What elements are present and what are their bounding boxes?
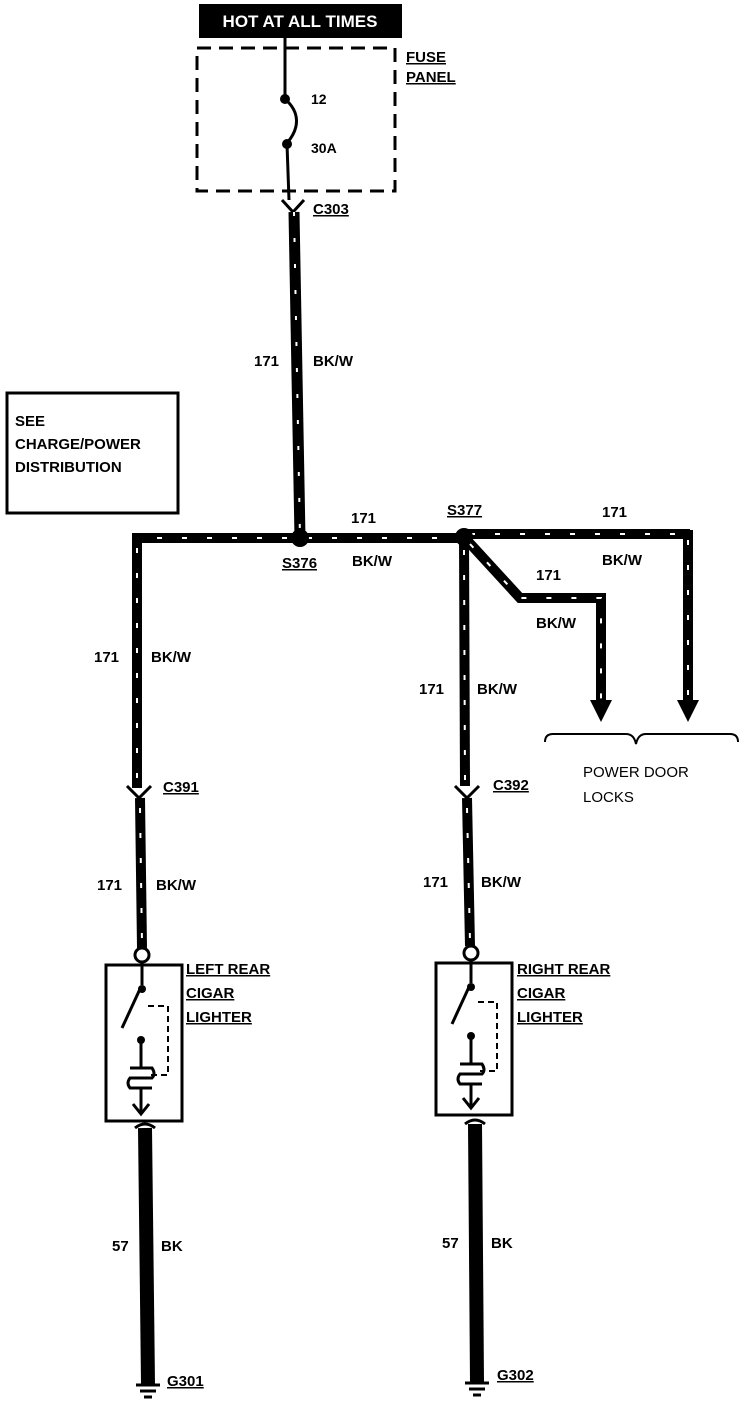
right-lower-color: BK/W bbox=[481, 874, 522, 891]
main-wire-color: BK/W bbox=[313, 353, 354, 370]
door-lock-arrow-right bbox=[677, 700, 699, 722]
left-upper-color: BK/W bbox=[151, 649, 192, 666]
right-lighter-line1: RIGHT REAR bbox=[517, 961, 611, 978]
hot-at-all-times-label: HOT AT ALL TIMES bbox=[223, 12, 378, 31]
fuse-panel-box bbox=[195, 46, 397, 193]
mid-wire-circuit: 171 bbox=[351, 510, 376, 527]
left-lower-color: BK/W bbox=[156, 877, 197, 894]
s376-label: S376 bbox=[282, 555, 317, 572]
right-upper-circuit: 171 bbox=[419, 681, 444, 698]
see-box-line1: SEE bbox=[15, 413, 45, 430]
right-top-wire-color: BK/W bbox=[602, 552, 643, 569]
fuse-panel-title-1: FUSE bbox=[406, 49, 446, 66]
wire-57-left bbox=[138, 1127, 155, 1385]
right-ground-circuit: 57 bbox=[442, 1235, 459, 1252]
power-door-locks-line1: POWER DOOR bbox=[583, 764, 689, 781]
g301-ground-icon bbox=[134, 1383, 162, 1399]
left-lighter-line2: CIGAR bbox=[186, 985, 235, 1002]
see-box-line3: DISTRIBUTION bbox=[15, 459, 122, 476]
splice-s376 bbox=[291, 529, 309, 547]
right-top-wire-circuit: 171 bbox=[602, 504, 627, 521]
left-lighter-line1: LEFT REAR bbox=[186, 961, 270, 978]
left-lower-circuit: 171 bbox=[97, 877, 122, 894]
fuse-number: 12 bbox=[311, 91, 327, 107]
wire-171-right-lower bbox=[462, 797, 475, 947]
right-lighter-line3: LIGHTER bbox=[517, 1009, 583, 1026]
c303-label: C303 bbox=[313, 201, 349, 218]
left-ground-circuit: 57 bbox=[112, 1238, 129, 1255]
right-lighter-line2: CIGAR bbox=[517, 985, 566, 1002]
right-ground-color: BK bbox=[491, 1235, 513, 1252]
door-wire-color: BK/W bbox=[536, 615, 577, 632]
fuse-12-symbol bbox=[280, 38, 298, 201]
c392-label: C392 bbox=[493, 777, 529, 794]
wire-171-door-lock-left bbox=[460, 533, 606, 702]
right-cigar-lighter-symbol bbox=[434, 944, 514, 1117]
horizontal-bus-wire bbox=[132, 529, 690, 543]
wire-57-right bbox=[468, 1123, 484, 1383]
power-door-locks-line2: LOCKS bbox=[583, 789, 634, 806]
see-charge-power-box bbox=[5, 391, 180, 515]
g302-ground-icon bbox=[463, 1381, 491, 1397]
left-cigar-lighter-symbol bbox=[104, 946, 184, 1123]
wire-171-left-lower bbox=[135, 797, 147, 949]
door-wire-circuit: 171 bbox=[536, 567, 561, 584]
c303-connector-symbol bbox=[280, 198, 306, 215]
left-lighter-line3: LIGHTER bbox=[186, 1009, 252, 1026]
fuse-rating: 30A bbox=[311, 140, 337, 156]
wire-171-right-upper bbox=[459, 536, 470, 787]
left-upper-circuit: 171 bbox=[94, 649, 119, 666]
c391-connector-symbol bbox=[125, 784, 153, 801]
c392-connector-symbol bbox=[453, 784, 481, 801]
s377-label: S377 bbox=[447, 502, 482, 519]
door-lock-arrow-left bbox=[590, 700, 612, 722]
g302-label: G302 bbox=[497, 1367, 534, 1384]
g301-label: G301 bbox=[167, 1373, 204, 1390]
hot-at-all-times-banner bbox=[199, 4, 402, 38]
main-wire-circuit: 171 bbox=[254, 353, 279, 370]
left-ground-color: BK bbox=[161, 1238, 183, 1255]
power-door-locks-brace bbox=[544, 733, 739, 745]
c391-label: C391 bbox=[163, 779, 199, 796]
mid-wire-color: BK/W bbox=[352, 553, 393, 570]
wire-171-main bbox=[288, 211, 306, 539]
right-lower-circuit: 171 bbox=[423, 874, 448, 891]
see-box-line2: CHARGE/POWER bbox=[15, 436, 141, 453]
right-upper-color: BK/W bbox=[477, 681, 518, 698]
fuse-panel-title-2: PANEL bbox=[406, 69, 456, 86]
